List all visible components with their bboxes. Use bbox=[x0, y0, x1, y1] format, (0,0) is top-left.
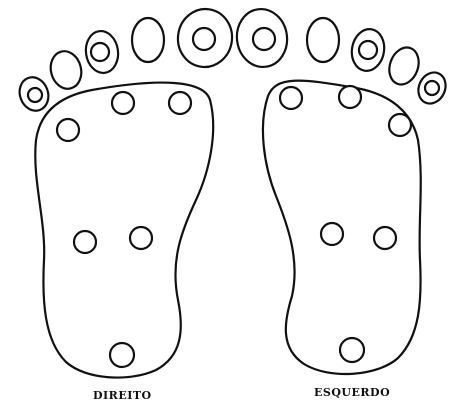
left-toe-point-5 bbox=[253, 28, 275, 50]
left-toe-point-3 bbox=[359, 41, 377, 59]
right-sole-point-2 bbox=[169, 92, 191, 114]
left-toe-point-1 bbox=[425, 81, 439, 95]
right-foot-toe-2 bbox=[47, 48, 86, 92]
right-foot-toe-4 bbox=[132, 18, 164, 62]
right-sole-point-6 bbox=[110, 343, 134, 367]
right-foot-label: DIREITO bbox=[93, 389, 152, 402]
left-foot-toe-2 bbox=[384, 43, 423, 88]
left-sole-point-4 bbox=[321, 223, 343, 245]
right-sole-point-1 bbox=[112, 92, 134, 114]
left-sole-point-2 bbox=[339, 86, 361, 108]
left-foot-toe-4 bbox=[307, 18, 339, 62]
right-sole-point-4 bbox=[74, 231, 96, 253]
right-toe-point-1 bbox=[28, 88, 42, 102]
right-sole-point-3 bbox=[57, 119, 79, 141]
left-sole-point-3 bbox=[389, 114, 411, 136]
left-sole-point-5 bbox=[374, 227, 396, 249]
right-toe-point-3 bbox=[91, 43, 109, 61]
right-foot bbox=[15, 6, 236, 378]
right-toe-point-5 bbox=[193, 28, 215, 50]
left-foot-label: ESQUERDO bbox=[314, 386, 390, 399]
left-sole-point-6 bbox=[340, 338, 364, 362]
left-sole-point-1 bbox=[280, 87, 302, 109]
right-sole-point-5 bbox=[130, 227, 152, 249]
left-foot bbox=[233, 6, 450, 374]
